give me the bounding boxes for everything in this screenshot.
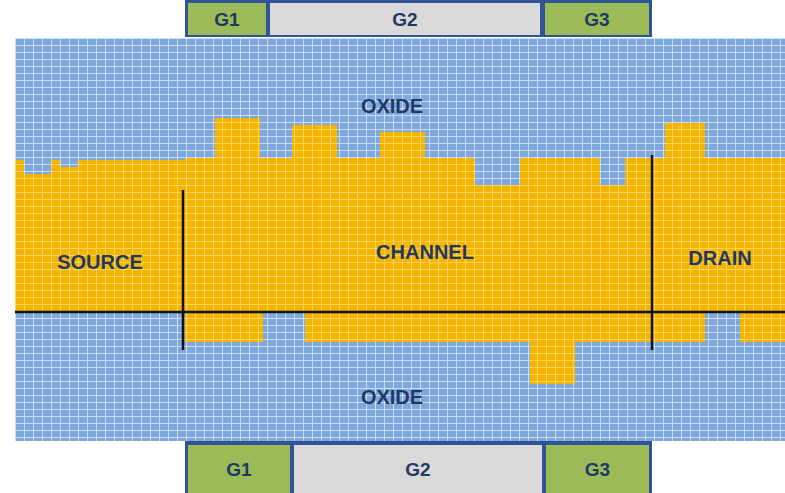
gate-electrode: G3: [546, 445, 649, 493]
region-label: OXIDE: [361, 96, 423, 116]
oxide-dip: [24, 160, 625, 185]
gate-frame: [185, 0, 652, 37]
gate-label: G2: [392, 10, 417, 29]
gate-label: G3: [584, 10, 609, 29]
region-label: DRAIN: [688, 248, 751, 268]
region-label: CHANNEL: [376, 242, 474, 262]
region-label: OXIDE: [361, 387, 423, 407]
silicon-region: [15, 118, 785, 384]
oxide-region: [15, 38, 785, 441]
gate-electrode: G1: [188, 445, 290, 493]
gate-label: G3: [585, 460, 610, 479]
gate-electrode: G1: [188, 3, 266, 35]
boundary-lines: [15, 155, 785, 350]
gate-electrode: G2: [270, 3, 540, 35]
gate-electrode: G2: [294, 445, 542, 493]
gate-label: G1: [214, 10, 239, 29]
gate-label: G2: [405, 460, 430, 479]
gate-frame: [185, 441, 652, 493]
region-label: SOURCE: [57, 252, 143, 272]
gate-electrode: G3: [545, 3, 649, 35]
gate-label: G1: [226, 460, 251, 479]
